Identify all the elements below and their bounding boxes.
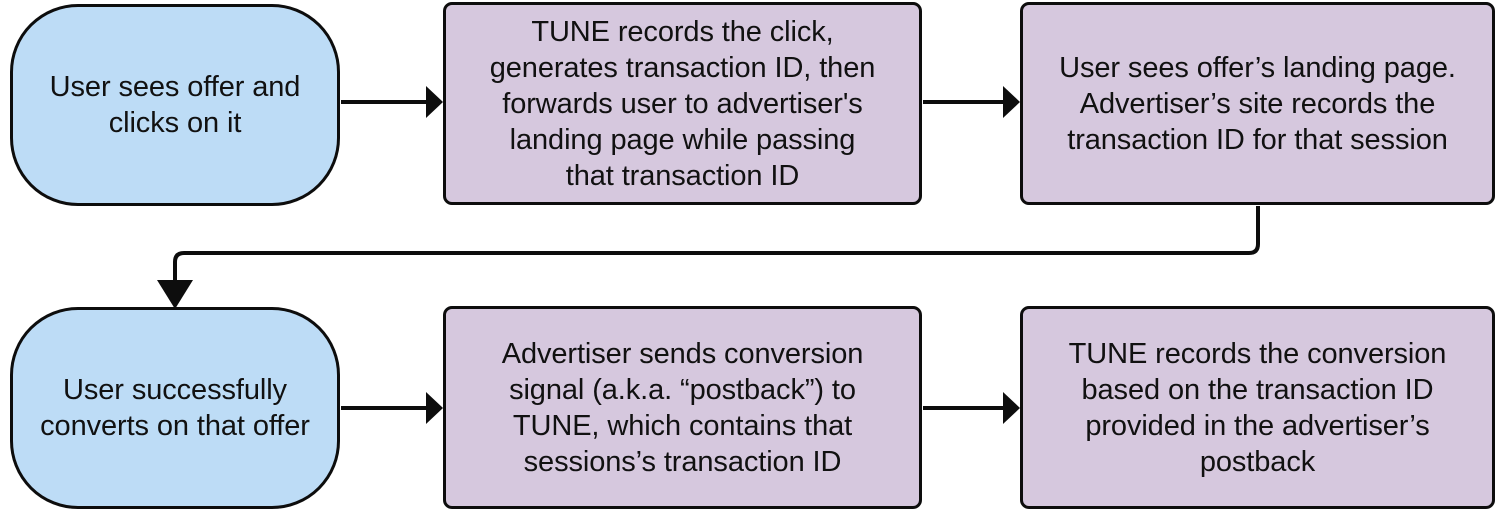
node-advertiser-sends-postback: Advertiser sends conversion signal (a.k.… — [443, 306, 922, 509]
arrow-head-icon — [426, 86, 443, 118]
arrow-head-icon — [1003, 86, 1020, 118]
node-tune-records-click: TUNE records the click, generates transa… — [443, 2, 922, 205]
node-user-sees-offer: User sees offer and clicks on it — [10, 4, 340, 206]
edge-tune-click-to-landing — [923, 86, 1020, 118]
arrow-head-icon — [157, 280, 193, 309]
node-user-converts: User successfully converts on that offer — [10, 307, 340, 509]
arrow-head-icon — [426, 392, 443, 424]
node-tune-records-conversion: TUNE records the conversion based on the… — [1020, 306, 1495, 509]
arrow-head-icon — [1003, 392, 1020, 424]
node-advertiser-landing-page: User sees offer’s landing page. Advertis… — [1020, 2, 1495, 205]
edge-landing-to-convert — [157, 206, 1260, 309]
edge-convert-to-postback — [341, 392, 443, 424]
edge-postback-to-record-conv — [923, 392, 1020, 424]
edge-start-to-tune-click — [341, 86, 443, 118]
